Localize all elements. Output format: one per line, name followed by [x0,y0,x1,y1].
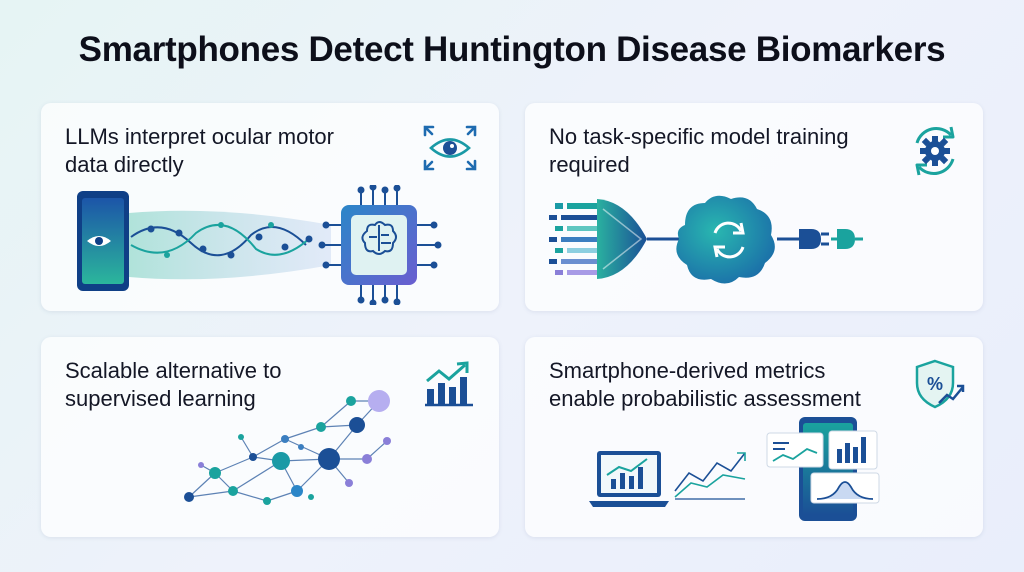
shield-percent-icon: % [915,359,965,409]
card-text: Scalable alternative to supervised learn… [65,358,282,411]
bar-chart-trend-icon [425,361,473,407]
card-text: LLMs interpret ocular motor data directl… [65,124,334,177]
card-text: Smartphone-derived metrics enable probab… [549,358,861,411]
gear-cycle-icon [915,126,955,176]
card-scalable: Scalable alternative to supervised learn… [41,337,499,537]
card-no-training: No task-specific model training required [525,103,983,311]
svg-text:%: % [927,374,943,394]
laptop-phone-metrics-illustration [589,417,880,521]
phone-to-brain-chip-illustration [77,185,442,305]
eye-scan-icon [423,125,477,171]
card-probabilistic: Smartphone-derived metrics enable probab… [525,337,983,537]
card-text: No task-specific model training required [549,124,849,177]
network-graph-illustration [184,390,391,505]
page-title: Smartphones Detect Huntington Disease Bi… [78,30,946,69]
card-ocular-motor: LLMs interpret ocular motor data directl… [41,103,499,311]
data-funnel-to-brain-illustration [549,195,863,284]
